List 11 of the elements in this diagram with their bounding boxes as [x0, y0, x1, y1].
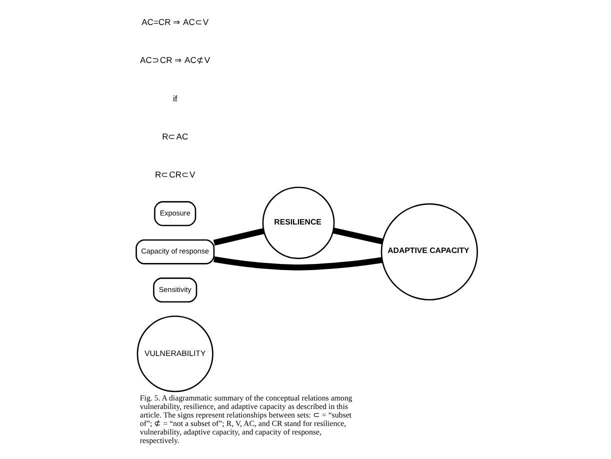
label: if	[172, 93, 177, 104]
node-box: Capacity of response	[135, 239, 214, 264]
connector	[213, 256, 382, 270]
label: R⊂CR⊂V	[154, 170, 195, 180]
label: AC=CR ⇒ AC⊂V	[141, 17, 208, 28]
connector	[212, 228, 264, 246]
connector	[332, 228, 383, 244]
label: R⊂AC	[162, 132, 188, 142]
node-box: Sensitivity	[152, 278, 197, 303]
label: AC⊃CR ⇒ AC⊄V	[140, 55, 210, 66]
node-box: Exposure	[154, 201, 196, 226]
